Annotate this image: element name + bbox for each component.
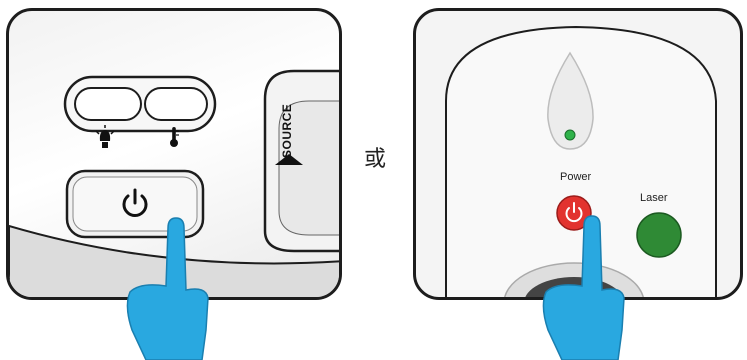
thermometer-icon (170, 127, 179, 147)
power-icon (122, 188, 148, 217)
ir-window (547, 51, 594, 150)
pointing-hand-icon (126, 217, 209, 360)
source-button[interactable] (278, 100, 342, 236)
lamp-indicator (74, 87, 142, 121)
remote-power-icon (565, 202, 583, 223)
status-led (564, 129, 576, 141)
pointing-hand-icon (542, 215, 625, 360)
laser-label: Laser (640, 192, 668, 204)
or-separator: 或 (364, 147, 387, 172)
power-label: Power (560, 171, 592, 183)
laser-button[interactable] (636, 212, 682, 258)
lamp-icon (95, 125, 115, 148)
remote-control-panel (413, 8, 743, 300)
source-arrow-icon (275, 154, 303, 165)
temp-indicator (144, 87, 208, 121)
